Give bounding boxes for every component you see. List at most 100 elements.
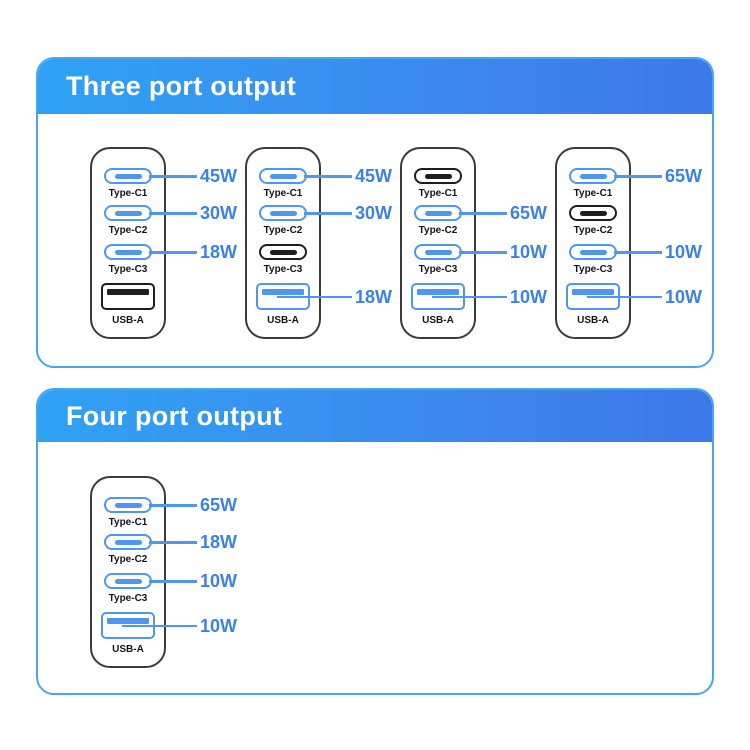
- type-c-pin: [114, 210, 142, 216]
- watt-label: 18W: [355, 286, 393, 307]
- usb-a-pin: [262, 289, 304, 295]
- type-c-pin: [579, 210, 607, 216]
- watt-label: 30W: [355, 203, 393, 223]
- watt-label: 30W: [200, 203, 238, 223]
- port-label: Type-C2: [573, 225, 613, 236]
- port-label: Type-C3: [108, 593, 148, 604]
- type-c-port: [259, 168, 307, 184]
- type-c-pin: [114, 502, 142, 508]
- three-port-panel-title: Three port output: [66, 71, 297, 101]
- type-c-pin: [424, 210, 452, 216]
- port-label: Type-C1: [263, 188, 303, 199]
- watt-label: 45W: [200, 166, 238, 186]
- type-c-port: [414, 244, 462, 260]
- port-label: Type-C1: [108, 517, 148, 528]
- connector-line: [149, 541, 197, 544]
- port-label: Type-C1: [573, 188, 613, 199]
- type-c-port: [104, 497, 152, 513]
- port-label: Type-C2: [418, 225, 458, 236]
- usb-a-pin: [107, 618, 149, 624]
- type-c-port: [104, 573, 152, 589]
- type-c-port: [414, 168, 462, 184]
- type-c-port: [414, 205, 462, 221]
- watt-label: 65W: [510, 203, 548, 223]
- port-label: USB-A: [422, 315, 454, 326]
- usb-a-pin: [107, 289, 149, 295]
- type-c-port: [104, 205, 152, 221]
- connector-line: [459, 251, 507, 254]
- usb-a-pin: [572, 289, 614, 295]
- watt-label: 18W: [200, 242, 238, 262]
- watt-label: 10W: [665, 242, 703, 262]
- watt-label: 65W: [665, 166, 703, 186]
- port-label: USB-A: [577, 315, 609, 326]
- connector-line: [149, 251, 197, 254]
- port-label: Type-C3: [418, 264, 458, 275]
- port-label: USB-A: [112, 644, 144, 655]
- watt-label: 65W: [200, 495, 238, 515]
- type-c-pin: [424, 173, 452, 179]
- type-c-pin: [269, 210, 297, 216]
- type-c-port: [104, 244, 152, 260]
- port-label: Type-C3: [263, 264, 303, 275]
- connector-line: [122, 624, 197, 627]
- watt-label: 10W: [665, 286, 703, 307]
- port-label: Type-C3: [108, 264, 148, 275]
- connector-line: [614, 175, 662, 178]
- port-label: Type-C2: [263, 225, 303, 236]
- type-c-pin: [579, 173, 607, 179]
- port-label: Type-C1: [108, 188, 148, 199]
- connector-line: [149, 175, 197, 178]
- type-c-port: [259, 205, 307, 221]
- type-c-port: [104, 534, 152, 550]
- connector-line: [149, 504, 197, 507]
- type-c-port: [104, 168, 152, 184]
- type-c-port: [259, 244, 307, 260]
- watt-label: 18W: [200, 532, 238, 552]
- port-label: Type-C3: [573, 264, 613, 275]
- connector-line: [304, 212, 352, 215]
- connector-line: [614, 251, 662, 254]
- connector-line: [149, 580, 197, 583]
- three-port-panel-header: Three port output: [38, 59, 712, 114]
- connector-line: [459, 212, 507, 215]
- type-c-pin: [114, 249, 142, 255]
- type-c-pin: [579, 249, 607, 255]
- watt-label: 45W: [355, 166, 393, 186]
- watt-label: 10W: [200, 571, 238, 591]
- usb-a-pin: [417, 289, 459, 295]
- type-c-pin: [424, 249, 452, 255]
- type-c-pin: [114, 173, 142, 179]
- port-label: USB-A: [267, 315, 299, 326]
- port-label: Type-C1: [418, 188, 458, 199]
- watt-label: 10W: [200, 615, 238, 636]
- type-c-port: [569, 205, 617, 221]
- connector-line: [277, 295, 352, 298]
- usb-a-port: [101, 283, 155, 310]
- type-c-pin: [269, 249, 297, 255]
- connector-line: [432, 295, 507, 298]
- four-port-panel-header: Four port output: [38, 390, 712, 442]
- connector-line: [149, 212, 197, 215]
- port-label: Type-C2: [108, 554, 148, 565]
- type-c-port: [569, 168, 617, 184]
- type-c-port: [569, 244, 617, 260]
- connector-line: [304, 175, 352, 178]
- watt-label: 10W: [510, 286, 548, 307]
- type-c-pin: [114, 578, 142, 584]
- type-c-pin: [269, 173, 297, 179]
- port-label: USB-A: [112, 315, 144, 326]
